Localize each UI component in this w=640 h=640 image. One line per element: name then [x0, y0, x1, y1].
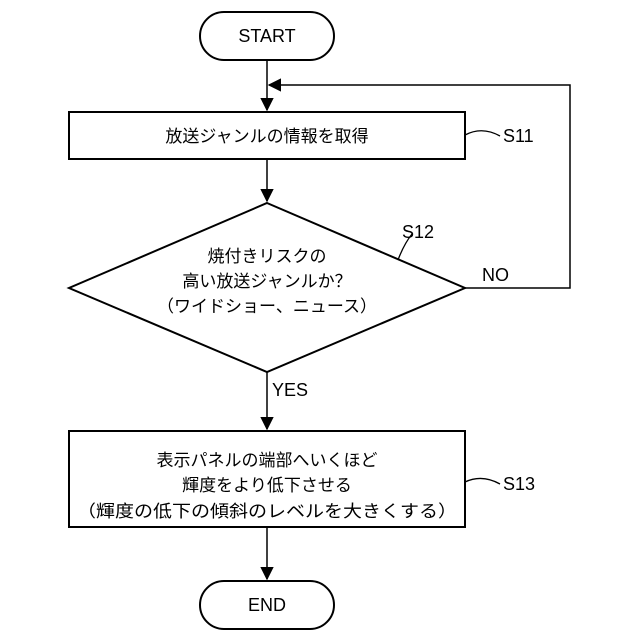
- process-s13-line-1: 表示パネルの端部へいくほど: [157, 451, 378, 471]
- decision-s12-line-2: 高い放送ジャンルか？: [182, 272, 351, 292]
- s12-step-label: S12: [402, 222, 434, 242]
- decision-s12-line-3: （ワイドショー、ニュース）: [157, 297, 377, 317]
- start-label: START: [238, 26, 295, 46]
- s11-step-label: S11: [503, 126, 534, 146]
- process-s13-line-3: （輝度の低下の傾斜のレベルを大きくする）: [77, 502, 457, 522]
- decision-s12-line-1: 焼付きリスクの: [208, 247, 327, 267]
- yes-label: YES: [272, 380, 308, 400]
- s13-leader: [465, 478, 500, 484]
- end-label: END: [248, 595, 286, 615]
- process-s13-line-2: 輝度をより低下させる: [182, 476, 352, 496]
- no-label: NO: [482, 265, 509, 285]
- process-s11-text: 放送ジャンルの情報を取得: [165, 127, 368, 147]
- s13-step-label: S13: [503, 474, 535, 494]
- s11-leader: [465, 131, 500, 136]
